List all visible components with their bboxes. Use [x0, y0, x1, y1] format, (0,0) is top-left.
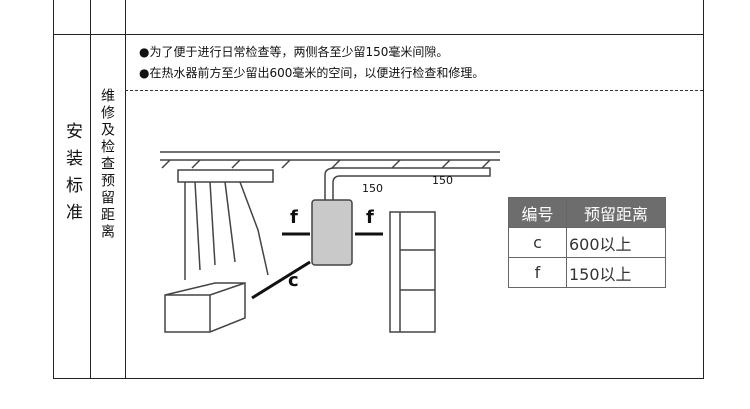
subsection-title: 维修及检查预留距离: [99, 88, 115, 241]
clearance-arrows: [251, 232, 383, 300]
label-f-left: f: [290, 207, 298, 228]
ceiling: [160, 151, 500, 169]
pipe-dimension-2: 150: [432, 174, 453, 187]
note-front-clearance: ●在热水器前方至少留出600毫米的空间，以便进行检查和修理。: [139, 66, 485, 80]
cell-distance: 600以上: [566, 227, 666, 258]
note-side-clearance: ●为了便于进行日常检查等，两侧各至少留150毫米间隙。: [139, 45, 449, 59]
water-heater: [311, 199, 353, 266]
flue-pipe: [324, 167, 491, 200]
label-f-right: f: [366, 207, 374, 228]
column-divider-1: [90, 0, 91, 379]
table-border-right: [703, 0, 704, 379]
cell-code: f: [508, 257, 567, 288]
cell-code: c: [508, 227, 567, 258]
header-distance: 预留距离: [566, 197, 666, 228]
cabinet: [389, 211, 436, 333]
table-border-bottom: [53, 378, 704, 379]
table-box: [164, 282, 246, 333]
table-border-left: [53, 0, 54, 379]
label-c: c: [288, 270, 299, 291]
row-divider: [53, 34, 704, 35]
pipe-dimension-1: 150: [362, 182, 383, 195]
section-title: 安装标准: [62, 122, 82, 230]
header-code: 编号: [508, 197, 567, 228]
dotted-divider: [125, 90, 703, 91]
cell-distance: 150以上: [566, 257, 666, 288]
window-curtain: [177, 169, 274, 280]
column-divider-2: [125, 0, 126, 379]
